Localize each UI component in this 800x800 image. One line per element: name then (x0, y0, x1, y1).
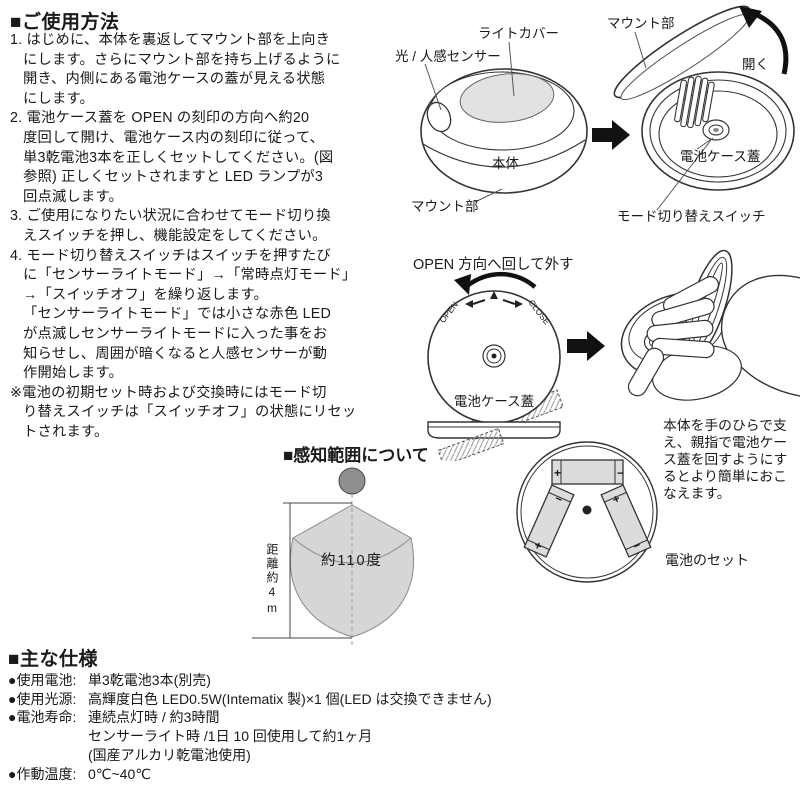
label-body: 本体 (492, 156, 520, 171)
usage-line: 1. はじめに、本体を裏返してマウント部を上向き (10, 32, 331, 48)
light-cover-shape (459, 73, 555, 123)
specs-list: ●使用電池: 単3乾電池3本(別売) ●使用光源: 高輝度白色 LED0.5W(… (8, 671, 492, 783)
center-screw-dot (582, 505, 592, 515)
battery-placement-diagram: + − − + + − (516, 441, 658, 583)
sensor-device-dot (338, 467, 366, 495)
leader-lines (424, 31, 714, 211)
hand-note-line: 本体を手のひらで支 (663, 418, 787, 433)
device-closed-illustration (420, 68, 588, 194)
usage-line: 知らせし、周囲が暗くなると人感センサーが動 (23, 345, 328, 362)
sensor-shape (426, 101, 452, 133)
usage-instructions: 1. はじめに、本体を裏返してマウント部を上向き にします。さらにマウント部を持… (10, 31, 392, 442)
usage-section-title: ■ご使用方法 (10, 12, 120, 33)
arrow-right-icon (567, 331, 605, 361)
usage-line: 単3乾電池3本を正しくセットしてください。(図 (23, 149, 334, 166)
battery-top (551, 459, 624, 485)
battery-right: + − (600, 484, 652, 558)
usage-line: 3. ご使用になりたい状況に合わせてモード切り換 (10, 208, 331, 225)
spec-row: ●電池寿命: 連続点灯時 / 約3時間 センサーライト時 /1日 10 回使用し… (8, 708, 492, 764)
usage-line: にします。 (23, 90, 95, 107)
usage-line: 「センサーライトモード」では小さな赤色 LED (23, 306, 332, 323)
usage-line: 度回して開け、電池ケース内の刻印に従って、 (23, 129, 325, 146)
device-overview-diagram: ライトカバー 光 / 人感センサー マウント部 開く 本体 マウント部 電池ケー… (395, 5, 795, 224)
usage-line: にします。さらにマウント部を持ち上げるように (23, 51, 341, 68)
spec-label: ●作動温度: (8, 765, 77, 782)
dimension-lines (252, 502, 352, 639)
label-battery-cover-disc: 電池ケース蓋 (454, 394, 534, 409)
spec-label: ●電池寿命: (8, 709, 77, 726)
label-battery-cover: 電池ケース蓋 (680, 149, 760, 164)
arrow-right-icon (592, 120, 630, 150)
mount-claws-shape (674, 75, 715, 129)
thumb-shape (627, 347, 665, 397)
spec-value: 単3乾電池3本(別売) (88, 672, 211, 688)
spec-value: 0℃~40℃ (88, 765, 151, 782)
mount-lid-shape (613, 5, 751, 101)
usage-line: が点滅しセンサーライトモードに入った事をお (23, 325, 328, 342)
spec-value: (国産アルカリ乾電池使用) (88, 746, 251, 763)
spec-row: ●使用電池: 単3乾電池3本(別売) (8, 671, 492, 690)
battery-set-label: 電池のセット (665, 552, 749, 568)
label-mode-switch: モード切り替えスイッチ (617, 209, 766, 224)
hand-note-line: ス蓋を回すようにす (663, 452, 788, 467)
spec-value: 高輝度白色 LED0.5W(Intematix 製)×1 個(LED は交換でき… (88, 690, 492, 707)
angle-label: 約110度 (321, 552, 383, 569)
mount-base-side (427, 421, 561, 439)
spec-row: ●使用光源: 高輝度白色 LED0.5W(Intematix 製)×1 個(LE… (8, 690, 492, 709)
sensing-section-title: ■感知範囲について (283, 446, 429, 465)
usage-line: 4. モード切り替えスイッチはスイッチを押すたび (10, 247, 331, 264)
polarity-mark: − (617, 466, 624, 480)
usage-line: 回点滅します。 (23, 188, 124, 205)
usage-line: 2. 電池ケース蓋を OPEN の刻印の方向へ約20 (10, 110, 310, 127)
usage-line: に「センサーライトモード」→「常時点灯モード」 (23, 267, 357, 284)
fingers-shape (646, 276, 720, 359)
hand-note-line: なえます。 (663, 486, 731, 501)
usage-line: 開き、内側にある電池ケースの蓋が見える状態 (23, 71, 326, 88)
usage-line: 参照) 正しくセットされますと LED ランプが3 (23, 169, 324, 186)
specs-section-title: ■主な仕様 (8, 649, 98, 670)
usage-line: →「スイッチオフ」を繰り返します。 (23, 286, 269, 303)
polarity-mark: + (554, 466, 561, 480)
battery-left: − + (523, 484, 575, 558)
label-sensor: 光 / 人感センサー (395, 48, 501, 64)
tilted-cover-strip-front (437, 427, 505, 461)
label-light-cover: ライトカバー (478, 26, 559, 41)
open-instruction-text: OPEN 方向へ回して外す (413, 256, 574, 273)
hand-holding-device-illustration (620, 249, 800, 401)
spec-label: ●使用光源: (8, 690, 77, 707)
sensing-range-diagram: 約110度 (252, 467, 415, 648)
spec-value: 連続点灯時 / 約3時間 (88, 709, 220, 726)
spec-label: ●使用電池: (8, 672, 77, 688)
usage-line: ※電池の初期セット時および交換時にはモード切 (10, 384, 327, 401)
hand-note-line: るとより簡単におこ (663, 469, 787, 484)
usage-line: り替えスイッチは「スイッチオフ」の状態にリセッ (23, 404, 357, 421)
distance-label: 距離約4m (265, 543, 279, 617)
usage-line: トされます。 (23, 423, 109, 440)
spec-row: ●作動温度: 0℃~40℃ (8, 765, 492, 784)
battery-cover-shape (702, 119, 730, 141)
usage-line: 作開始します。 (23, 365, 124, 382)
open-curved-arrow-icon (739, 6, 789, 75)
hand-note-line: え、親指で電池ケー (663, 435, 788, 450)
label-open: 開く (742, 57, 769, 72)
label-mount-bottom: マウント部 (411, 199, 479, 214)
hand-note-text: 本体を手のひらで支 え、親指で電池ケー ス蓋を回すようにす るとより簡単におこ … (663, 417, 800, 502)
battery-cover-open-diagram: OPEN 方向へ回して外す OPEN CLOSE 電池ケース蓋 (413, 249, 800, 461)
usage-line: えスイッチを押し、機能設定をしてください。 (23, 227, 327, 244)
device-open-illustration (613, 5, 795, 191)
rotate-open-arrow-icon (454, 271, 537, 295)
detection-arc (292, 537, 412, 564)
spec-value: センサーライト時 /1日 10 回使用して約1ヶ月 (88, 728, 373, 745)
triangle-marker-icon (490, 291, 498, 299)
label-mount-top: マウント部 (607, 16, 675, 31)
